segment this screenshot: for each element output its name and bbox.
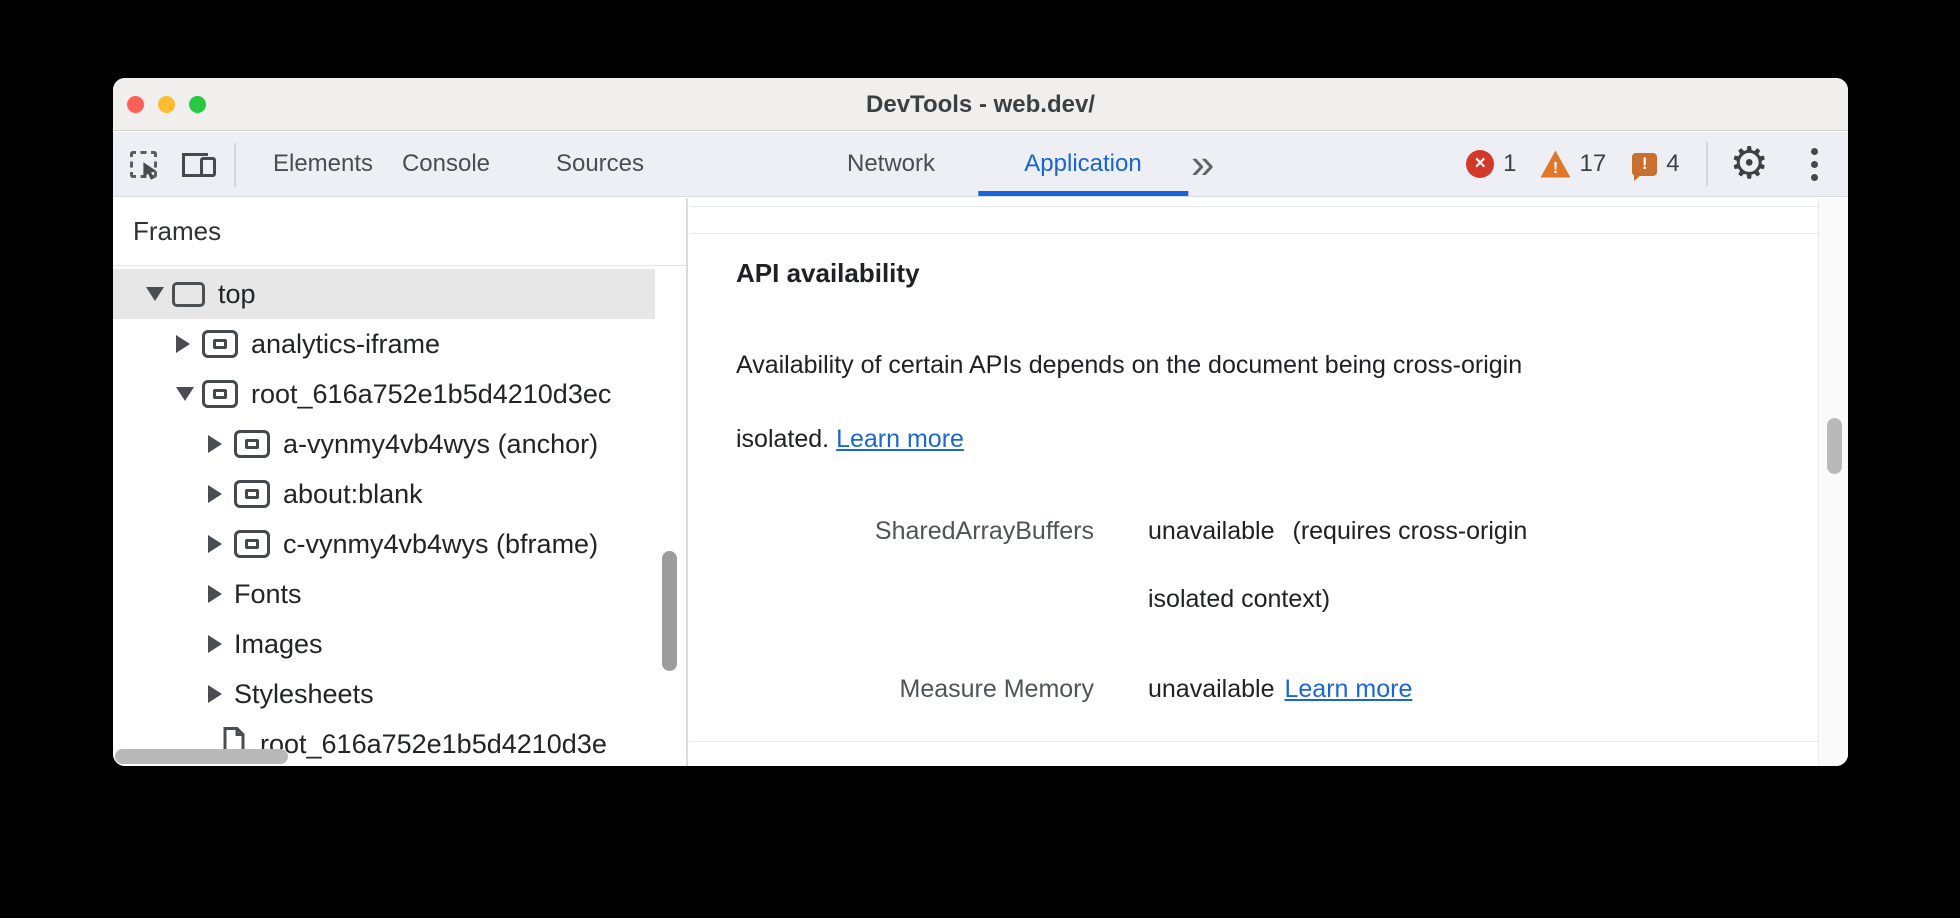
api-status-value: unavailable [1148, 517, 1275, 545]
api-row-sharedarraybuffers: SharedArrayBuffers unavailable (requires c… [736, 497, 1748, 633]
tree-item-label: root_616a752e1b5d4210d3e [260, 728, 607, 759]
frames-sidebar: Frames top analytics-iframe root_616a752e1… [113, 198, 688, 766]
tree-item-label: Images [234, 628, 323, 659]
chevron-right-icon[interactable] [208, 635, 228, 653]
close-button[interactable] [127, 96, 144, 113]
tree-item-fonts[interactable]: Fonts [113, 569, 655, 619]
tab-elements[interactable]: Elements [272, 150, 374, 177]
tree-item-top[interactable]: top [113, 269, 655, 319]
tree-item-label: top [218, 278, 256, 309]
settings-button[interactable]: ⚙ [1730, 142, 1769, 186]
tree-item-images[interactable]: Images [113, 619, 655, 669]
section-divider [690, 206, 1818, 207]
device-toolbar-icon [182, 151, 216, 177]
learn-more-link[interactable]: Learn more [836, 425, 964, 453]
main-scrollbar-gutter [1818, 198, 1848, 766]
api-status: unavailable Learn more [1148, 655, 1748, 723]
traffic-lights [127, 78, 206, 131]
api-status-note: (requires cross-origin [1292, 517, 1528, 545]
frame-icon [172, 281, 205, 307]
gear-icon: ⚙ [1729, 139, 1769, 188]
error-badge[interactable]: × 1 [1466, 150, 1516, 178]
sidebar-vertical-scrollbar[interactable] [662, 551, 677, 671]
tree-item-label: about:blank [283, 478, 423, 509]
section-divider [690, 233, 1818, 234]
iframe-icon [202, 380, 238, 408]
iframe-icon [234, 480, 270, 508]
chevron-right-icon[interactable] [208, 685, 228, 703]
inspect-element-button[interactable] [126, 132, 160, 196]
tree-item-label: c-vynmy4vb4wys (bframe) [283, 528, 599, 559]
api-name: SharedArrayBuffers [874, 517, 1094, 545]
tab-console[interactable]: Console [401, 150, 491, 177]
tree-item-c-vynmy4vb4wys-bframe-[interactable]: c-vynmy4vb4wys (bframe) [113, 519, 655, 569]
device-toolbar-button[interactable] [179, 132, 219, 196]
frame-details-panel: API availability Availability of certain… [690, 198, 1848, 766]
chevron-down-icon[interactable] [176, 387, 196, 401]
frames-header: Frames [113, 198, 686, 266]
section-divider [690, 741, 1818, 742]
api-status-note-line2: isolated context) [1148, 585, 1331, 613]
inspect-cursor-icon [129, 150, 157, 180]
tree-item-label: Stylesheets [234, 678, 374, 709]
tree-item-label: Fonts [234, 578, 302, 609]
section-title: API availability [736, 258, 920, 288]
api-row-measure-memory: Measure Memory unavailable Learn more [736, 655, 1748, 723]
content-area: Frames top analytics-iframe root_616a752e1… [113, 198, 1848, 766]
chevron-right-icon[interactable] [176, 335, 196, 353]
three-dot-menu-icon [1811, 147, 1818, 155]
toolbar-separator [234, 143, 236, 187]
toolbar-separator [1705, 142, 1708, 186]
minimize-button[interactable] [158, 96, 175, 113]
error-count: 1 [1503, 150, 1517, 177]
warning-count: 17 [1579, 150, 1607, 177]
sidebar-horizontal-scrollbar[interactable] [115, 749, 288, 764]
api-name: Measure Memory [899, 675, 1095, 703]
tab-sources[interactable]: Sources [555, 150, 645, 177]
tree-item-stylesheets[interactable]: Stylesheets [113, 669, 655, 719]
window-title: DevTools - web.dev/ [866, 90, 1095, 118]
chevron-right-icon[interactable] [208, 585, 228, 603]
tree-item-about-blank[interactable]: about:blank [113, 469, 655, 519]
more-tabs-button[interactable]: » [1191, 132, 1214, 196]
warning-badge[interactable]: ! 17 [1540, 150, 1606, 178]
tree-item-label: analytics-iframe [251, 328, 441, 359]
description-line1: Availability of certain APIs depends on … [736, 351, 1523, 379]
tree-item-root-616a752e1b5d4210d3e[interactable]: root_616a752e1b5d4210d3e [113, 719, 655, 766]
tree-item-label: root_616a752e1b5d4210d3ec [251, 378, 612, 409]
tree-item-root-616a752e1b5d4210d3ec[interactable]: root_616a752e1b5d4210d3ec [113, 369, 655, 419]
api-status: unavailable (requires cross-origin isolate… [1148, 497, 1748, 633]
api-availability-description: Availability of certain APIs depends on … [736, 328, 1522, 476]
issue-count: 4 [1666, 150, 1680, 177]
chevron-right-icon[interactable] [208, 485, 228, 503]
toolbar-right: × 1 ! 17 ! 4 ⚙ [1466, 132, 1826, 196]
api-status-value: unavailable [1148, 675, 1275, 703]
main-vertical-scrollbar[interactable] [1827, 418, 1842, 474]
error-circle-icon: × [1466, 150, 1495, 178]
devtools-window: DevTools - web.dev/ Elements Console Sourc… [113, 78, 1848, 766]
menu-button[interactable] [1811, 147, 1818, 181]
tree-item-analytics-iframe[interactable]: analytics-iframe [113, 319, 655, 369]
chevron-right-icon[interactable] [208, 535, 228, 553]
iframe-icon [202, 330, 238, 358]
warning-triangle-icon: ! [1540, 150, 1571, 178]
tab-application[interactable]: Application [1024, 132, 1141, 196]
iframe-icon [234, 430, 270, 458]
tab-network[interactable]: Network [846, 150, 936, 177]
zoom-button[interactable] [189, 96, 206, 113]
issues-badge[interactable]: ! 4 [1632, 150, 1680, 181]
chevron-right-icon[interactable] [208, 435, 228, 453]
learn-more-link[interactable]: Learn more [1284, 675, 1413, 703]
devtools-toolbar: Elements Console Sources Network Application… [113, 132, 1848, 197]
iframe-icon [234, 530, 270, 558]
description-line2: isolated. Learn more [736, 425, 964, 453]
issues-bubble-icon: ! [1632, 152, 1658, 181]
frames-tree: top analytics-iframe root_616a752e1b5d4210… [113, 269, 655, 766]
tree-item-a-vynmy4vb4wys-anchor-[interactable]: a-vynmy4vb4wys (anchor) [113, 419, 655, 469]
double-chevron-right-icon: » [1191, 140, 1214, 187]
titlebar: DevTools - web.dev/ [113, 78, 1848, 131]
tree-item-label: a-vynmy4vb4wys (anchor) [283, 428, 599, 459]
chevron-down-icon[interactable] [146, 287, 166, 301]
